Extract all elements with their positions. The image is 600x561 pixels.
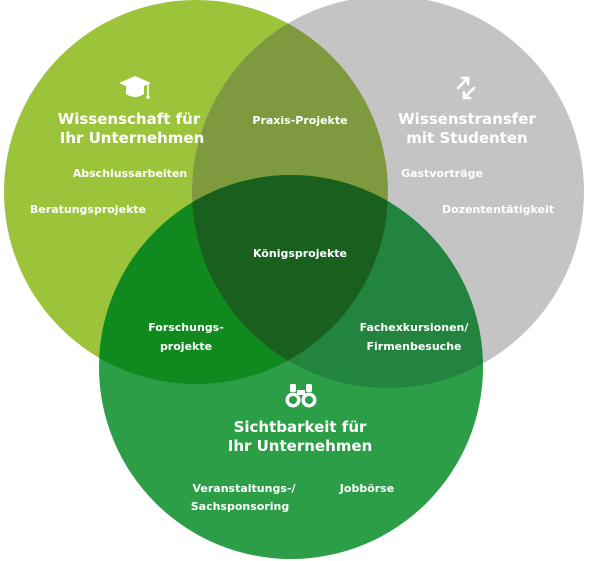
overlap-science-visibility-label: Forschungs- xyxy=(148,321,224,334)
graduation-cap-icon xyxy=(119,76,151,99)
transfer-item: Gastvorträge xyxy=(401,167,483,180)
overlap-science-transfer-label: Praxis-Projekte xyxy=(252,114,347,127)
exchange-arrows-icon xyxy=(456,76,476,100)
transfer-title-line1: Wissenstransfer xyxy=(398,110,536,128)
visibility-title-line2: Ihr Unternehmen xyxy=(228,437,373,455)
visibility-item: Veranstaltungs-/ xyxy=(193,482,297,495)
visibility-item: Jobbörse xyxy=(339,482,394,495)
transfer-item: Dozententätigkeit xyxy=(442,203,554,216)
science-title-line1: Wissenschaft für xyxy=(58,110,201,128)
overlap-center-label: Königsprojekte xyxy=(253,247,347,260)
overlap-transfer-visibility-label: Firmenbesuche xyxy=(367,340,462,353)
visibility-title-line1: Sichtbarkeit für xyxy=(234,418,367,436)
visibility-item: Sachsponsoring xyxy=(191,500,290,513)
transfer-title-line2: mit Studenten xyxy=(406,129,527,147)
overlap-transfer-visibility-label: Fachexkursionen/ xyxy=(360,321,470,334)
overlap-science-visibility-label: projekte xyxy=(160,340,212,353)
binoculars-icon xyxy=(285,384,317,408)
science-item: Beratungsprojekte xyxy=(30,203,146,216)
science-title-line2: Ihr Unternehmen xyxy=(60,129,205,147)
science-item: Abschlussarbeiten xyxy=(73,167,188,180)
